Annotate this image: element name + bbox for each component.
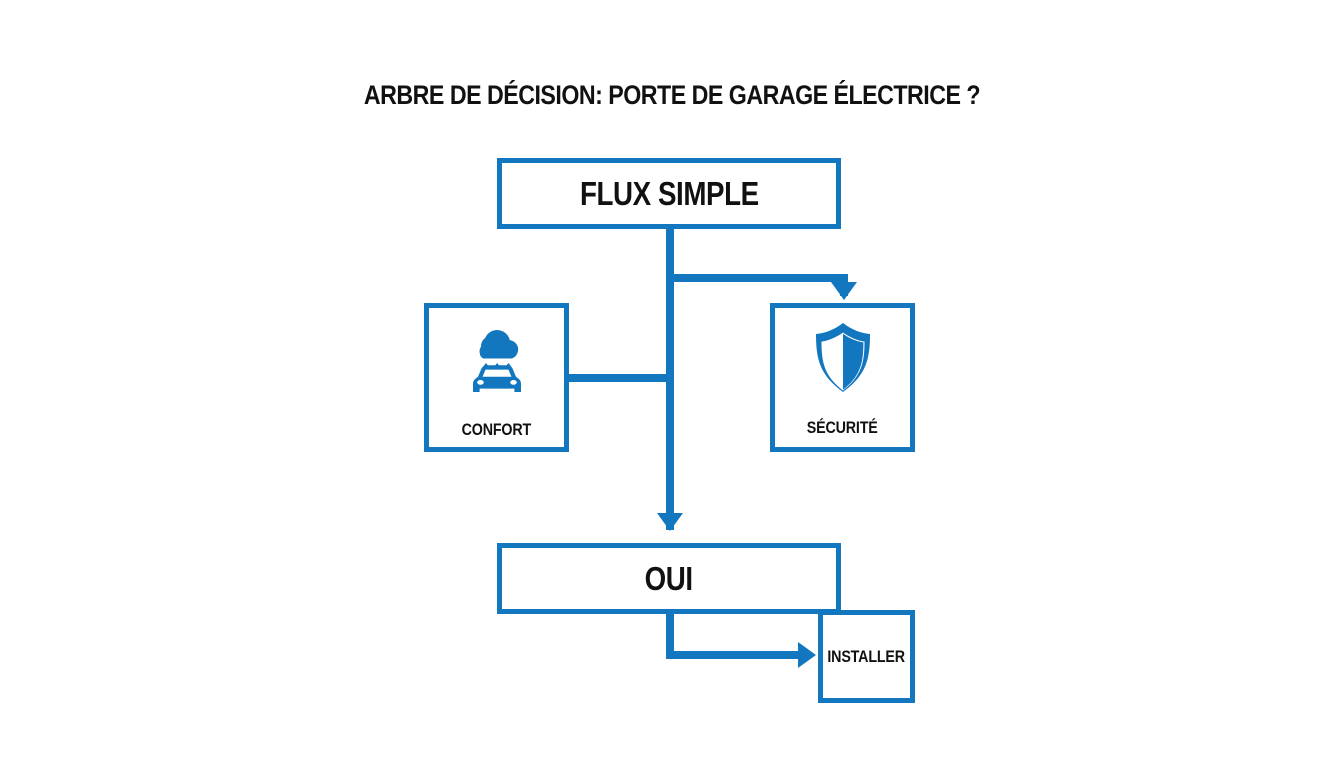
node-flux-simple-label: FLUX SIMPLE (579, 174, 759, 212)
arrowhead-into-decision (657, 513, 683, 531)
node-oui[interactable]: OUI (497, 543, 841, 614)
page-title: ARBRE DE DÉCISION: PORTE DE GARAGE ÉLECT… (363, 80, 981, 110)
connector-root-to-decision (666, 229, 674, 530)
connector-decision-to-action-horizontal (666, 651, 800, 659)
connector-root-to-securite-horizontal (666, 274, 848, 282)
connector-decision-to-action-vertical (666, 614, 674, 659)
node-confort[interactable]: CONFORT (424, 303, 569, 452)
node-confort-label: CONFORT (461, 420, 532, 439)
node-installer[interactable]: INSTALLER (818, 610, 915, 703)
node-securite-label: SÉCURITÉ (807, 418, 878, 437)
node-installer-label: INSTALLER (827, 646, 906, 666)
arrowhead-into-action (798, 642, 816, 668)
node-securite[interactable]: SÉCURITÉ (770, 303, 915, 452)
rain-cloud-car-icon (429, 322, 564, 396)
node-oui-label: OUI (644, 559, 694, 597)
shield-icon (775, 320, 910, 396)
connector-confort-to-trunk (565, 374, 670, 382)
node-flux-simple[interactable]: FLUX SIMPLE (497, 158, 841, 229)
arrowhead-into-securite (831, 282, 857, 300)
